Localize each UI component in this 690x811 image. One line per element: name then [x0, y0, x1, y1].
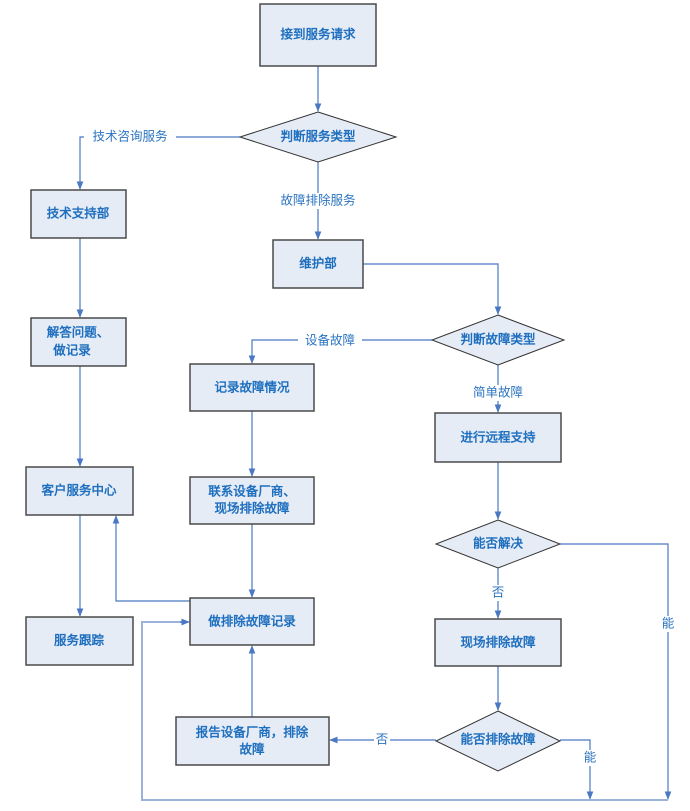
label-no1: 否: [492, 585, 505, 600]
edge-yes1: [560, 543, 672, 800]
node-customer-center: 客户服务中心: [25, 466, 134, 516]
label-simple-fault: 简单故障: [473, 385, 523, 400]
node-label: 判断服务类型: [280, 129, 356, 144]
node-label: 记录故障情况: [214, 380, 290, 395]
edge-tech-consult: [76, 136, 240, 190]
node-remote-support: 进行远程支持: [434, 412, 562, 463]
node-tech-support: 技术支持部: [30, 189, 127, 239]
node-record-fault: 记录故障情况: [189, 363, 315, 412]
node-label: 解答问题、: [47, 325, 110, 340]
node-label: 判断故障类型: [460, 332, 536, 347]
label-yes1: 能: [662, 616, 675, 631]
node-maintenance: 维护部: [272, 239, 364, 289]
label-yes2: 能: [584, 750, 597, 765]
decision-can-fix: 能否排除故障: [434, 710, 562, 772]
node-answer: 解答问题、 做记录: [30, 317, 127, 367]
node-label: 报告设备厂商，排除: [196, 725, 309, 740]
decision-can-solve: 能否解决: [434, 519, 562, 569]
edge-do-center: [112, 515, 190, 602]
node-label: 维护部: [299, 256, 337, 271]
node-label: 技术支持部: [47, 206, 110, 221]
node-label: 做记录: [52, 343, 91, 358]
connectors: [76, 66, 672, 801]
node-label: 进行远程支持: [460, 430, 536, 445]
edge-return-bottom: [141, 621, 668, 801]
node-report-vendor: 报告设备厂商，排除 故障: [175, 716, 330, 766]
node-label: 做排除故障记录: [207, 614, 296, 629]
node-label: 现场排除故障: [214, 501, 290, 516]
label-no2: 否: [376, 732, 389, 747]
node-label: 服务跟踪: [54, 633, 105, 648]
node-do-record: 做排除故障记录: [189, 597, 315, 646]
node-service-tracking: 服务跟踪: [25, 616, 134, 666]
edge-labels: 技术咨询服务 故障排除服务 设备故障 简单故障 否 能 否 能: [84, 129, 676, 766]
label-troubleshoot: 故障排除服务: [280, 193, 355, 208]
node-label: 故障: [239, 742, 265, 757]
edge-equipment-fault: [248, 339, 432, 364]
node-onsite: 现场排除故障: [434, 618, 562, 667]
node-label: 联系设备厂商、: [208, 484, 296, 499]
label-equipment-fault: 设备故障: [305, 333, 355, 348]
node-label: 现场排除故障: [460, 635, 536, 650]
node-label: 能否解决: [473, 536, 524, 551]
label-tech-consult: 技术咨询服务: [92, 129, 167, 144]
node-label: 接到服务请求: [280, 27, 356, 42]
decision-judge-fault: 判断故障类型: [430, 314, 566, 366]
node-label: 客户服务中心: [40, 483, 117, 498]
edge-maint-judge: [363, 263, 502, 315]
node-receive: 接到服务请求: [259, 3, 377, 67]
decision-judge-service: 判断服务类型: [238, 111, 398, 163]
edge-yes2: [560, 739, 594, 800]
node-label: 能否排除故障: [460, 732, 536, 747]
node-contact-vendor: 联系设备厂商、 现场排除故障: [189, 476, 315, 525]
